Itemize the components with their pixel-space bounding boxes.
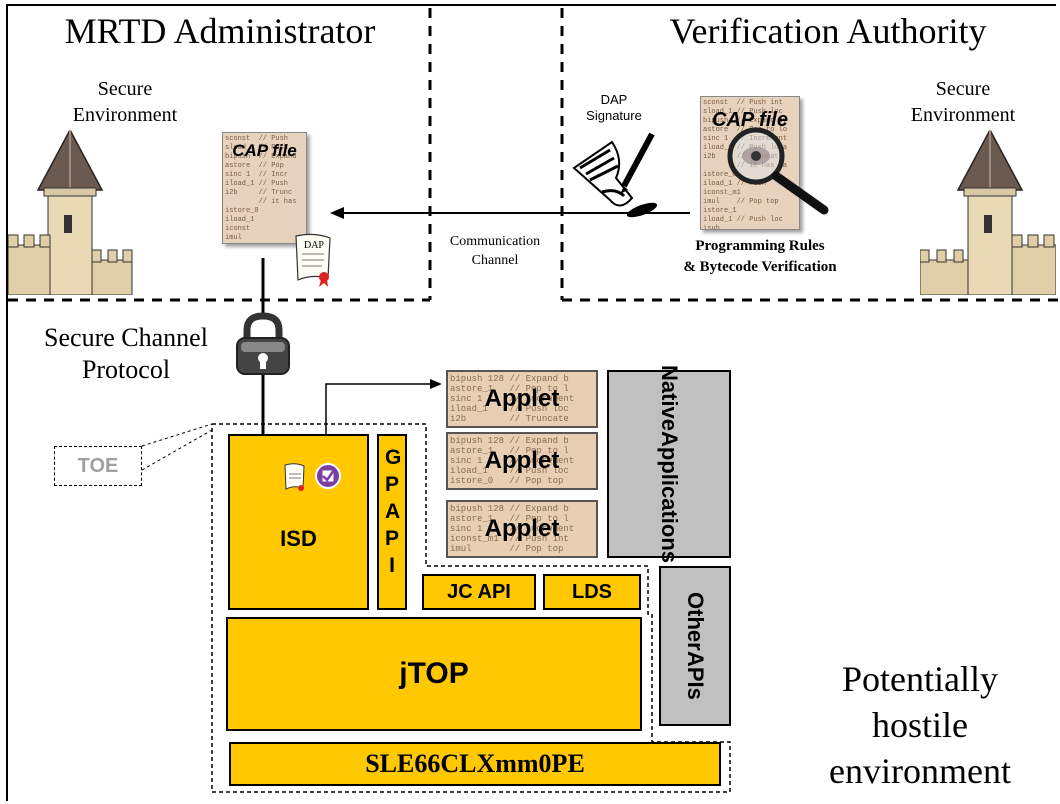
dap-label: DAP	[303, 240, 324, 251]
outer-frame	[6, 4, 1056, 801]
dap-signature-label: DAP Signature	[574, 92, 654, 124]
secure-channel-line2: Protocol	[81, 355, 171, 384]
applet-1: bipush 128 // Expand b astore_1 // Pop t…	[446, 370, 598, 428]
lds-label: LDS	[572, 581, 612, 603]
padlock-icon	[236, 312, 290, 375]
jtop-block: jTOP	[226, 617, 642, 731]
dap-signature-line1: DAP	[600, 92, 628, 107]
magnifier-icon	[727, 127, 829, 215]
hostile-env-line1: Potentially	[842, 659, 998, 699]
hostile-env-line2: hostile	[872, 705, 968, 745]
gp-api-label: GPAPI	[385, 446, 402, 577]
va-title: Verification Authority	[669, 11, 987, 51]
applet-3-label: Applet	[484, 515, 560, 542]
programming-rules-line1: Programming Rules	[695, 238, 825, 254]
jc-api-label: JC API	[447, 581, 511, 603]
jc-api-block: JC API	[422, 574, 536, 610]
native-applications-label: Native Applications	[609, 365, 729, 563]
other-apis-line2: APIs	[683, 650, 708, 700]
dap-certificate-icon	[295, 233, 331, 287]
secure-env-left-line2: Environment	[72, 104, 178, 126]
secure-env-left-line1: Secure	[97, 78, 153, 100]
toe-label: TOE	[54, 446, 142, 486]
other-apis-block: Other APIs	[659, 566, 731, 726]
comm-arrow-head	[330, 207, 344, 219]
toe-boundary	[211, 423, 731, 793]
hostile-env-label: Potentially hostile environment	[800, 656, 1040, 794]
castle-right-icon	[920, 130, 1056, 295]
applet-2: bipush 128 // Expand b astore_1 // Pop t…	[446, 432, 598, 490]
cap-file-left: sconst // Push sload_1 // Push bipush //…	[222, 132, 307, 244]
applet-3: bipush 128 // Expand b astore_1 // Pop t…	[446, 500, 598, 558]
cap-file-right-title: CAP file	[712, 109, 788, 131]
chip-label: SLE66CLXmm0PE	[365, 749, 585, 778]
comm-channel-line1: Communication	[449, 234, 541, 249]
native-applications-line2: Applications	[657, 431, 682, 564]
applet-3-code: bipush 128 // Expand b astore_1 // Pop t…	[450, 504, 575, 554]
lds-block: LDS	[543, 574, 641, 610]
isd-label: ISD	[280, 526, 317, 551]
signature-pen-icon	[572, 132, 658, 218]
cap-file-left-code: sconst // Push sload_1 // Push bipush //…	[225, 135, 297, 242]
secure-env-right: Secure Environment	[888, 76, 1038, 128]
dap-signature-line2: Signature	[586, 108, 642, 123]
programming-rules-line2: & Bytecode Verification	[683, 259, 837, 275]
comm-channel-label: Communication Channel	[430, 232, 560, 270]
secure-env-right-line1: Secure	[935, 78, 991, 100]
cap-file-right-code: sconst // Push int sload_1 // Push loc b…	[703, 99, 788, 230]
gp-api-block: GPAPI	[377, 434, 407, 610]
other-apis-label: Other APIs	[661, 568, 729, 724]
applet-2-code: bipush 128 // Expand b astore_1 // Pop t…	[450, 436, 575, 486]
comm-channel-line2: Channel	[471, 253, 519, 268]
native-applications-line1: Native	[657, 364, 682, 432]
dap-scroll-small-icon	[284, 463, 305, 491]
hostile-env-line3: environment	[829, 751, 1011, 791]
secure-channel-label: Secure Channel Protocol	[16, 322, 236, 386]
secure-channel-line1: Secure Channel	[44, 323, 208, 352]
toe-callout-line-1	[141, 423, 213, 447]
secure-env-right-line2: Environment	[910, 104, 1016, 126]
install-arrow-head	[430, 379, 442, 389]
cap-file-left-title: CAP file	[232, 141, 297, 160]
other-apis-line1: Other	[683, 592, 708, 651]
programming-rules-label: Programming Rules & Bytecode Verificatio…	[640, 236, 880, 278]
applet-1-label: Applet	[484, 385, 560, 412]
castle-left-icon	[8, 130, 133, 295]
applet-2-label: Applet	[484, 447, 560, 474]
mrtd-title: MRTD Administrator	[64, 11, 376, 51]
jtop-label: jTOP	[399, 657, 469, 690]
secure-env-left: Secure Environment	[55, 76, 195, 128]
isd-block: ISD	[228, 434, 369, 610]
verify-check-icon	[315, 463, 341, 489]
applet-1-code: bipush 128 // Expand b astore_1 // Pop t…	[450, 374, 575, 424]
native-applications-block: Native Applications	[607, 365, 731, 563]
chip-block: SLE66CLXmm0PE	[229, 742, 721, 786]
toe-callout-line-2	[141, 429, 213, 471]
